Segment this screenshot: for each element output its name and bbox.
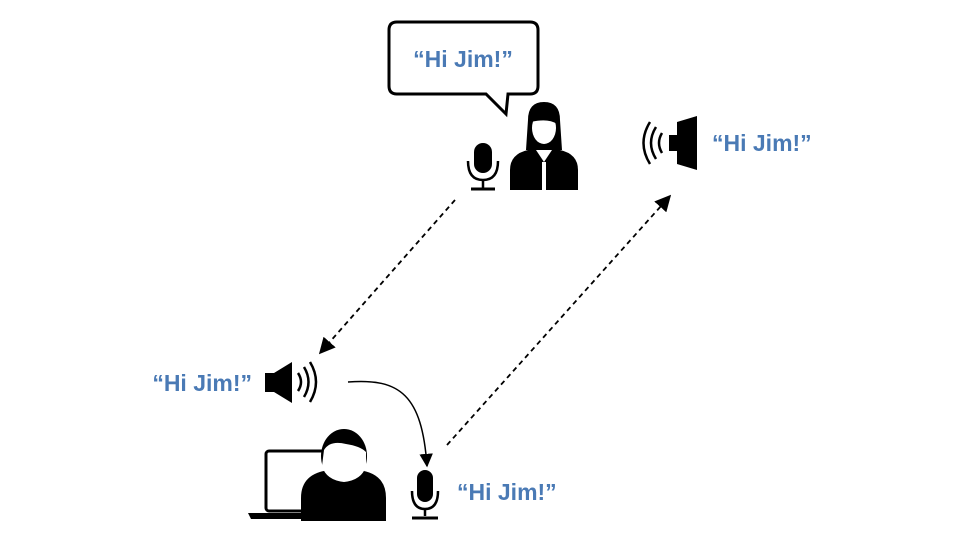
speech-bubble: “Hi Jim!” (387, 20, 540, 118)
microphone-icon (466, 143, 500, 191)
arrow-local-speaker-to-local-mic (347, 380, 433, 468)
microphone-icon (410, 470, 440, 520)
local-speaker-text: “Hi Jim!” (152, 370, 252, 396)
local-mic-text: “Hi Jim!” (457, 479, 557, 505)
speaker-left-icon (642, 116, 697, 170)
speech-bubble-text: “Hi Jim!” (413, 46, 513, 72)
woman-user-icon (510, 102, 578, 190)
remote-speaker-text: “Hi Jim!” (712, 130, 812, 156)
man-user-icon (301, 429, 386, 521)
speaker-right-icon (265, 361, 318, 403)
arrow-remote-mic-to-local-speaker (318, 199, 456, 355)
arrow-local-mic-to-remote-speaker (446, 194, 672, 446)
